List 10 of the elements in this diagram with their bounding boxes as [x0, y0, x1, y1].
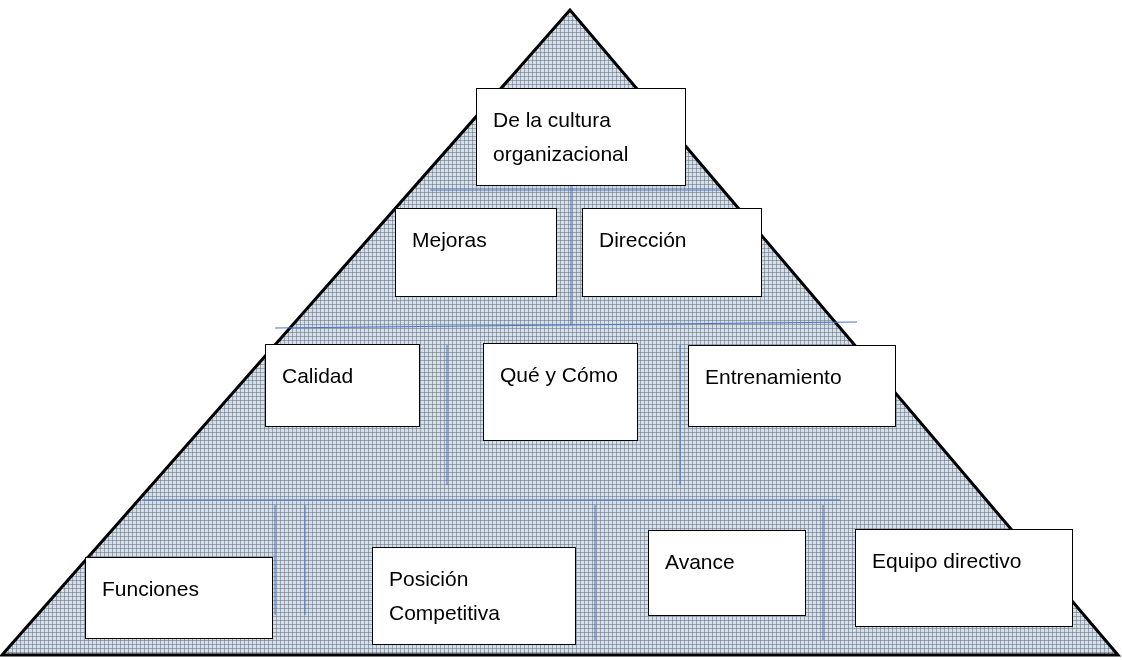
label-box: Calidad	[265, 344, 420, 427]
label-box: Posición Competitiva	[372, 547, 576, 645]
label-box: Qué y Cómo	[483, 343, 638, 441]
label-box: Equipo directivo	[855, 529, 1073, 627]
label-box: Funciones	[85, 557, 273, 639]
label-box: Entrenamiento	[688, 345, 896, 427]
label-box: Dirección	[582, 208, 762, 297]
label-box: Mejoras	[395, 208, 557, 297]
label-box: Avance	[648, 530, 806, 616]
label-box: De la cultura organizacional	[476, 88, 686, 186]
